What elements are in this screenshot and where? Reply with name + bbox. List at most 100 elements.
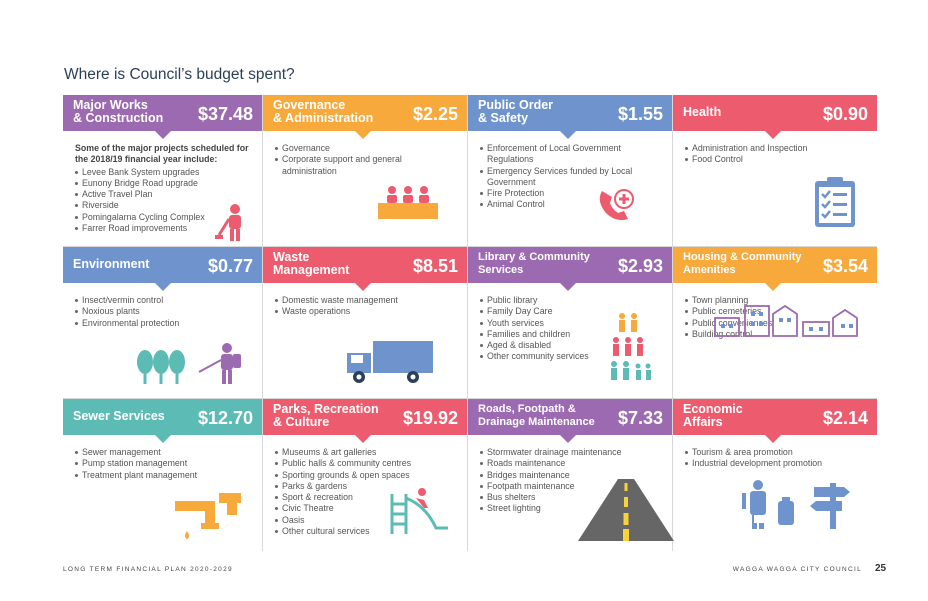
category-item: Environmental protection [75,318,254,329]
category-item: Sewer management [75,447,254,458]
category-name-line-1: Roads, Footpath & [478,403,576,415]
category-item: Pomingalarna Cycling Complex [75,212,254,223]
category-name-line-2: & Construction [73,111,164,125]
category-item: Governance [275,143,459,154]
category-item: Town planning [685,295,869,306]
page-title: Where is Council’s budget spent? [64,66,295,83]
category-name: Sewer Services [73,410,183,423]
category-name-line-1: Library & Community [478,251,590,263]
category-item: Street lighting [480,503,664,514]
category-item: Farrer Road improvements [75,223,254,234]
category-amount: $12.70 [197,408,253,428]
category-name-line-1: Sewer Services [73,409,165,423]
category-item: Families and children [480,329,664,340]
page-number: 25 [875,563,887,574]
category-item: Administration and Inspection [685,143,869,154]
category-item: Bridges maintenance [480,470,664,481]
category-item-list: Enforcement of Local Government Regulati… [480,143,664,211]
category-name-line-1: Parks, Recreation [273,402,379,416]
category-item: Other cultural services [275,526,459,537]
category-item: Bus shelters [480,492,664,503]
category-item: Museums & art galleries [275,447,459,458]
category-name-line-1: Major Works [73,98,148,112]
category-name-line-1: Governance [273,98,346,112]
footer-document-title: LONG TERM FINANCIAL PLAN 2020-2029 [63,566,233,573]
category-item: Public conveniences [685,318,869,329]
header-pointer [155,435,171,443]
category-name: Parks, Recreation& Culture [273,403,383,429]
header-pointer [355,283,371,291]
emergency-phone-icon [596,185,636,230]
category-item: Eunony Bridge Road upgrade [75,178,254,189]
category-item: Waste operations [275,306,459,317]
construction-worker-icon [213,203,253,248]
header-pointer [560,283,576,291]
category-item: Treatment plant management [75,470,254,481]
category-name-line-2: & Administration [273,111,374,125]
category-header: Roads, Footpath &Drainage Maintenance$7.… [468,399,672,443]
category-item: Footpath maintenance [480,481,664,492]
category-header: Environment$0.77 [63,247,262,291]
header-pointer [155,131,171,139]
category-item: Pump station management [75,458,254,469]
category-item: Aged & disabled [480,340,664,351]
pipe-tap-icon [175,491,245,546]
category-item: Levee Bank System upgrades [75,167,254,178]
category-header: Governance& Administration $2.25 [263,95,467,139]
category-item: Public halls & community centres [275,458,459,469]
community-people-icon [608,312,652,389]
category-amount: $3.54 [822,256,868,276]
category-amount: $7.33 [617,408,663,428]
category-name: Major Works& Construction [73,99,183,125]
category-amount: $2.25 [412,104,458,124]
category-item: Roads maintenance [480,458,664,469]
category-amount: $19.92 [402,408,458,428]
header-pointer [560,435,576,443]
category-body: Enforcement of Local Government Regulati… [468,131,672,211]
category-name-line-2: Affairs [683,415,723,429]
category-amount: $37.48 [197,104,253,124]
footer-organisation: WAGGA WAGGA CITY COUNCIL [732,566,862,573]
category-item: Oasis [275,515,459,526]
header-pointer [155,283,171,291]
header-pointer [355,131,371,139]
budget-category-cell: Roads, Footpath &Drainage Maintenance$7.… [468,399,674,551]
header-pointer [765,131,781,139]
category-item: Insect/vermin control [75,295,254,306]
category-item: Domestic waste management [275,295,459,306]
category-item: Sporting grounds & open spaces [275,470,459,481]
category-header: Sewer Services $12.70 [63,399,262,443]
category-item: Family Day Care [480,306,664,317]
category-name: Public Order& Safety [478,99,588,125]
header-pointer [355,435,371,443]
category-name-line-2: & Culture [273,415,330,429]
category-amount: $0.77 [207,256,253,276]
category-item: Noxious plants [75,306,254,317]
category-item: Industrial development promotion [685,458,869,469]
category-item: Other community services [480,351,664,362]
playground-slide-icon [388,484,452,541]
category-name-line-2: Management [273,263,350,277]
